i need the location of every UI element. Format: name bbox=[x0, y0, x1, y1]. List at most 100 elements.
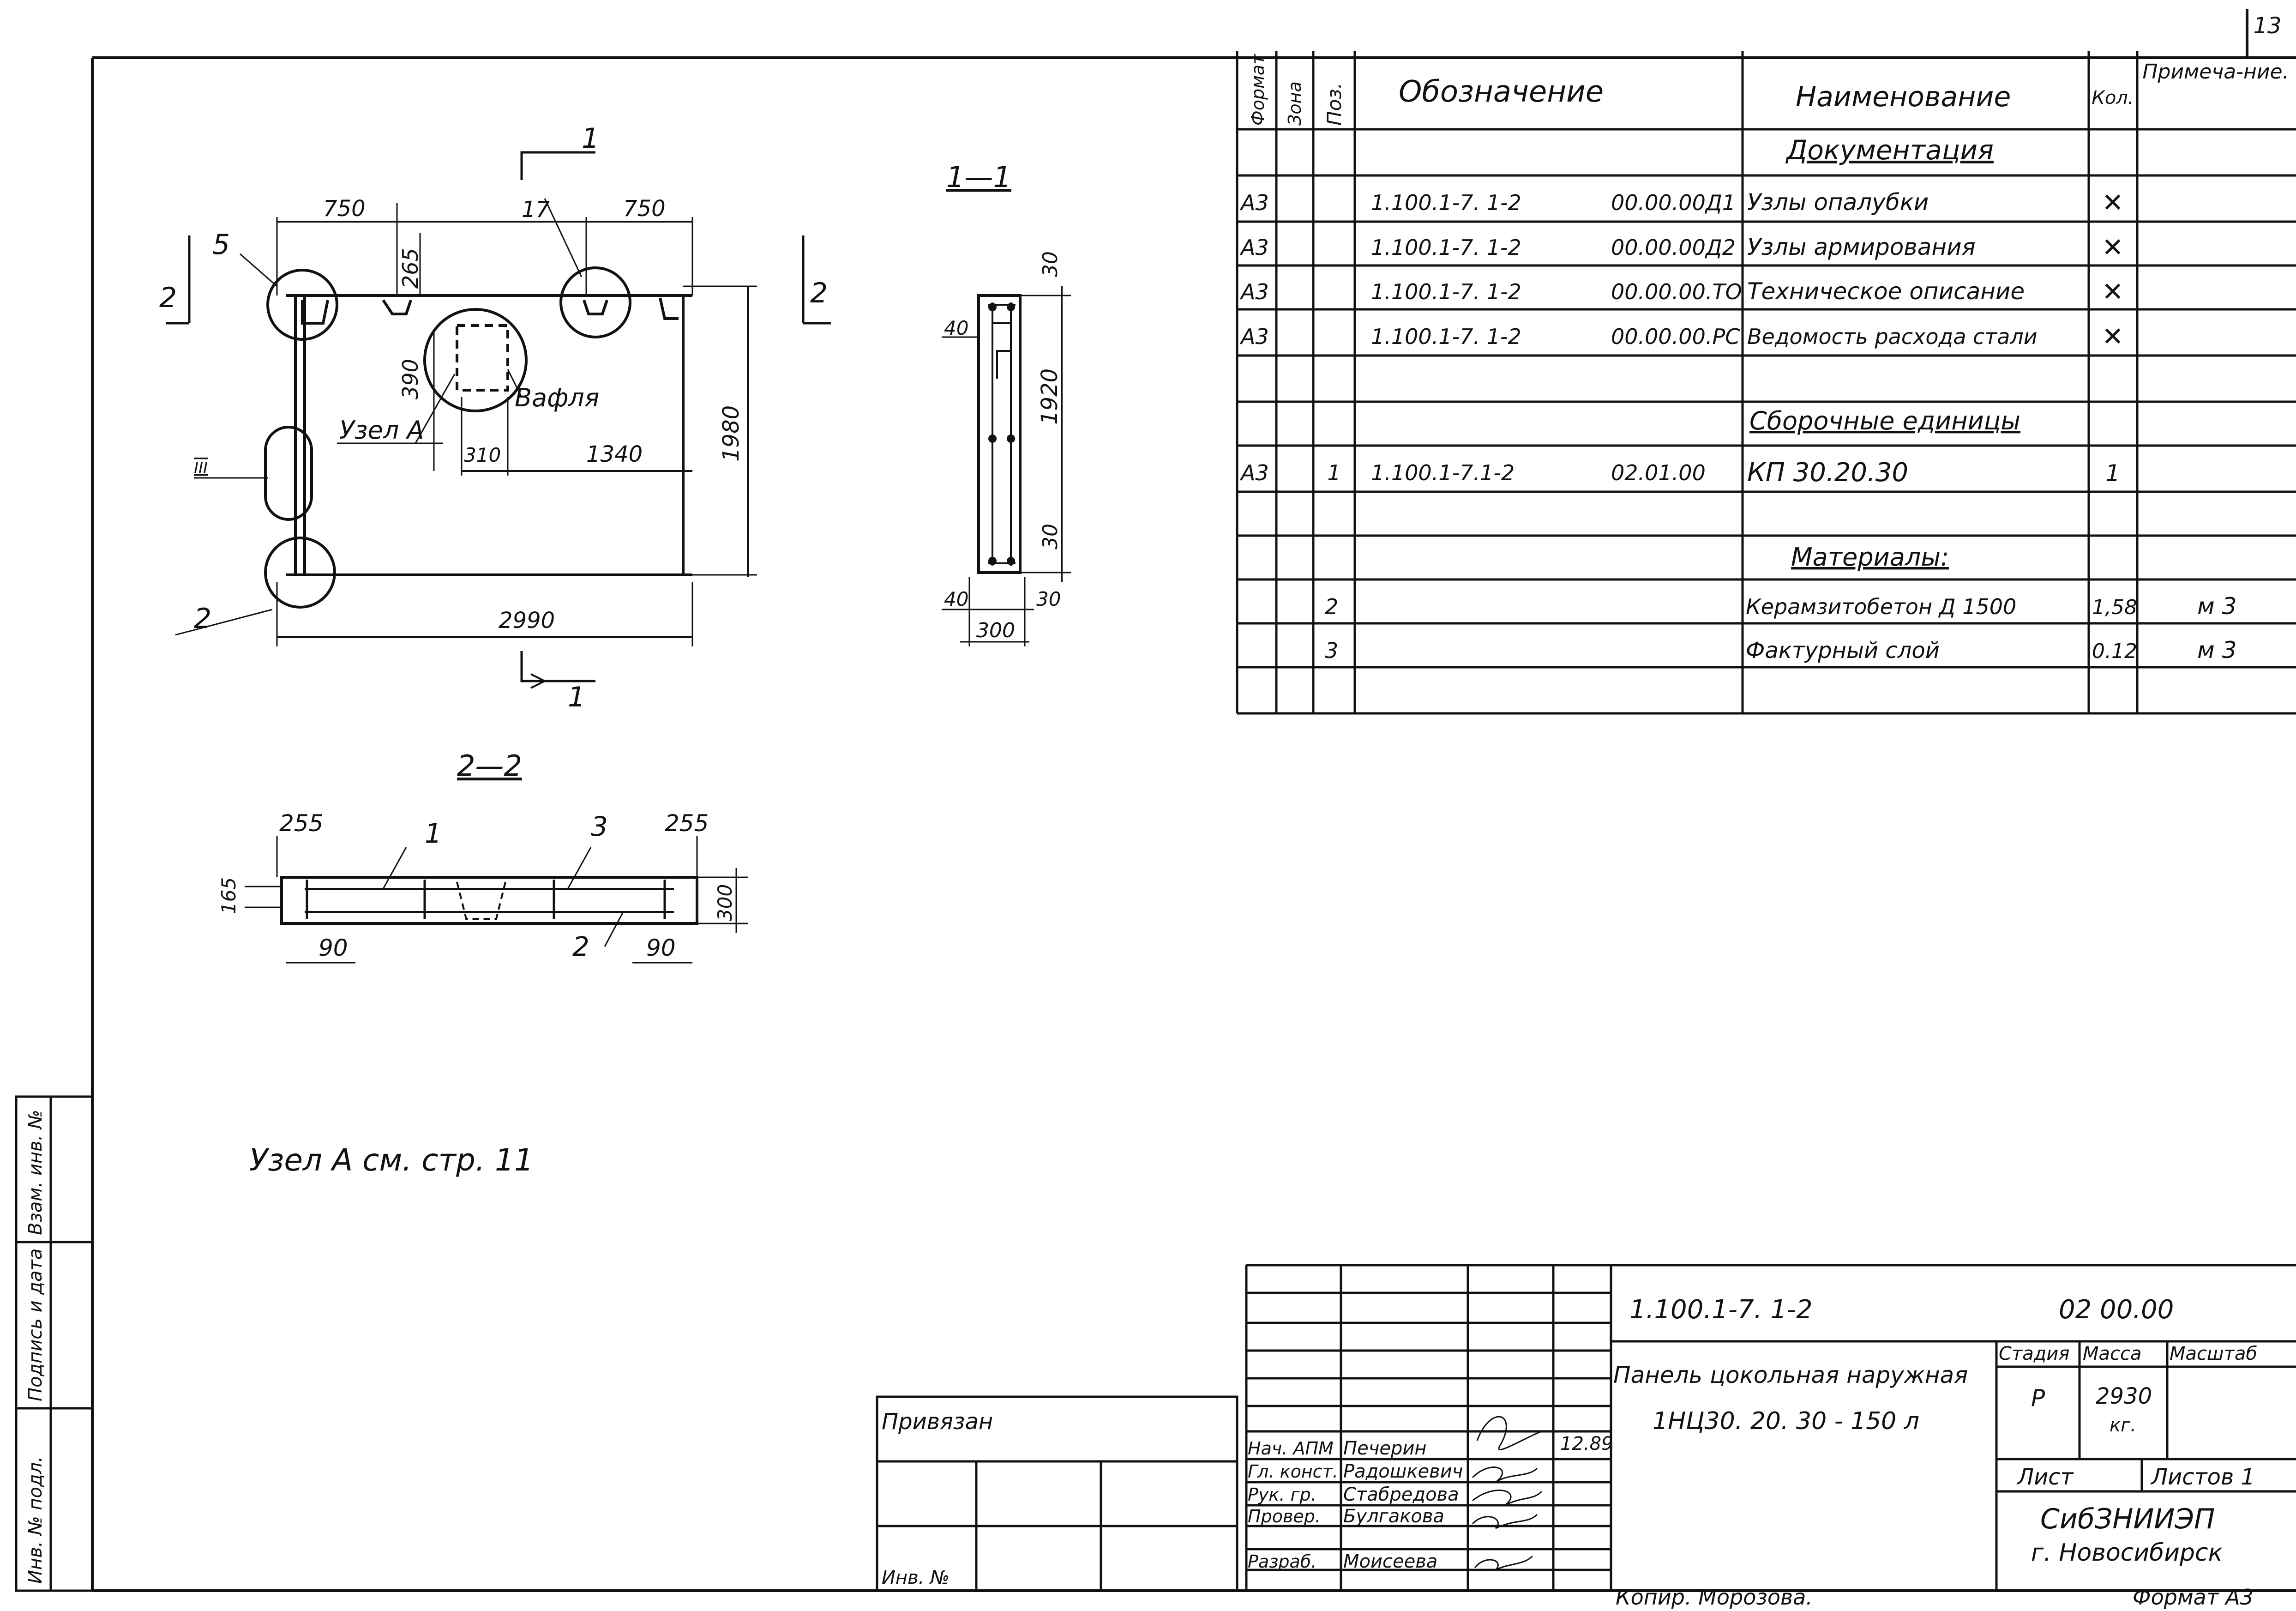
row-qty: ✕ bbox=[2102, 277, 2124, 307]
header-format: Формат bbox=[1248, 54, 1268, 126]
header-zone: Зона bbox=[1285, 81, 1305, 126]
side-stamp bbox=[15, 1095, 94, 1592]
dim-90-right: 90 bbox=[646, 935, 676, 961]
row-pos: 1 bbox=[1327, 460, 1340, 485]
tb-mass-unit: кг. bbox=[2110, 1415, 2136, 1436]
tb-city: г. Новосибирск bbox=[2031, 1539, 2223, 1567]
row-code: 1.100.1-7. 1-2 bbox=[1371, 190, 1521, 215]
row-pos: 3 bbox=[1325, 638, 1338, 663]
section-materials: Материалы: bbox=[1791, 543, 1949, 572]
spec-row-7: 3 Фактурный слой 0.12 м 3 bbox=[1325, 637, 2236, 664]
row-name: Фактурный слой bbox=[1746, 638, 1940, 664]
dim-165: 165 bbox=[217, 877, 240, 914]
callout-2: 2 bbox=[194, 603, 211, 635]
dim-265: 265 bbox=[398, 248, 423, 289]
header-qty: Кол. bbox=[2092, 87, 2134, 109]
person-name: Стабредова bbox=[1343, 1484, 1459, 1505]
person-role: Рук. гр. bbox=[1248, 1484, 1316, 1505]
row-name: Техническое описание bbox=[1747, 278, 2025, 305]
row-code: 1.100.1-7. 1-2 bbox=[1371, 324, 1521, 349]
section-mark-2-right: 2 bbox=[810, 277, 828, 309]
row-doc: 00.00.00.ТО bbox=[1611, 279, 1742, 304]
row-code: 1.100.1-7. 1-2 bbox=[1371, 235, 1521, 260]
header-note: Примеча-ние. bbox=[2142, 60, 2289, 84]
callout-III: III bbox=[194, 459, 208, 477]
dim-300-b: 300 bbox=[714, 884, 736, 921]
person-role: Провер. bbox=[1248, 1506, 1321, 1527]
tb-stage-label: Стадия bbox=[1999, 1343, 2069, 1364]
copied-by: Копир. Морозова. bbox=[1616, 1585, 1813, 1610]
dim-390: 390 bbox=[398, 359, 423, 399]
dim-1340: 1340 bbox=[586, 441, 643, 467]
label-vaflya: Вафля bbox=[515, 383, 599, 412]
tb-title-line1: Панель цокольная наружная bbox=[1613, 1362, 1968, 1388]
row-qty: ✕ bbox=[2102, 322, 2124, 352]
row-note: м 3 bbox=[2197, 637, 2236, 664]
row-name: Керамзитобетон Д 1500 bbox=[1746, 594, 2016, 619]
dim-30-right: 30 bbox=[1036, 588, 1061, 610]
row-code: 1.100.1-7. 1-2 bbox=[1371, 279, 1521, 304]
tb-mass-label: Масса bbox=[2083, 1343, 2142, 1364]
row-note: м 3 bbox=[2197, 593, 2236, 620]
person-name: Радошкевич bbox=[1343, 1461, 1463, 1482]
tb-code: 1.100.1-7. 1-2 bbox=[1629, 1295, 1813, 1325]
spec-row-1: А3 1.100.1-7. 1-2 00.00.00Д1 Узлы опалуб… bbox=[1239, 188, 2123, 218]
person-role: Гл. конст. bbox=[1248, 1461, 1338, 1482]
title-block-grid bbox=[876, 1264, 2296, 1592]
signatures bbox=[1472, 1416, 1543, 1571]
dim-300: 300 bbox=[976, 619, 1015, 642]
person-name: Булгакова bbox=[1343, 1506, 1444, 1527]
dim-40-bottom: 40 bbox=[944, 588, 968, 610]
row-name: КП 30.20.30 bbox=[1747, 458, 1908, 488]
spec-row-5: А3 1 1.100.1-7.1-2 02.01.00 КП 30.20.30 … bbox=[1239, 458, 2120, 488]
section-assemblies: Сборочные единицы bbox=[1749, 406, 2020, 435]
spec-row-3: А3 1.100.1-7. 1-2 00.00.00.ТО Техническо… bbox=[1239, 277, 2123, 307]
dim-255-right: 255 bbox=[665, 810, 709, 837]
section-2-2-drawing bbox=[245, 836, 748, 964]
row-format: А3 bbox=[1239, 279, 1269, 304]
row-doc: 00.00.00Д2 bbox=[1611, 235, 1736, 260]
dim-750-right: 750 bbox=[623, 196, 666, 222]
dim-1920: 1920 bbox=[1037, 368, 1063, 425]
tb-doc-no: 02 00.00 bbox=[2059, 1295, 2174, 1325]
row-doc: 00.00.00Д1 bbox=[1611, 190, 1736, 215]
note-uzel-a: Узел А см. стр. 11 bbox=[249, 1142, 534, 1178]
header-designation: Обозначение bbox=[1399, 75, 1604, 109]
row-name: Узлы армирования bbox=[1747, 234, 1976, 260]
section-1-1-drawing bbox=[942, 286, 1071, 646]
page-number: 13 bbox=[2253, 13, 2281, 39]
dim-2990: 2990 bbox=[499, 608, 555, 634]
row-qty: ✕ bbox=[2102, 233, 2124, 263]
dim-310: 310 bbox=[464, 444, 501, 466]
row-qty: ✕ bbox=[2102, 188, 2124, 218]
header-name: Наименование bbox=[1796, 81, 2011, 113]
dim-30-top: 30 bbox=[1039, 251, 1062, 277]
dim-1980: 1980 bbox=[718, 405, 744, 462]
person-name: Печерин bbox=[1343, 1438, 1426, 1459]
spec-row-2: А3 1.100.1-7. 1-2 00.00.00Д2 Узлы армиро… bbox=[1239, 233, 2123, 263]
label-uzel-a: Узел А bbox=[339, 416, 424, 445]
stamp-podpis-data: Подпись и дата bbox=[25, 1249, 46, 1401]
row-doc: 02.01.00 bbox=[1611, 460, 1706, 485]
tb-scale-label: Масштаб bbox=[2170, 1343, 2257, 1364]
section-1-1-title: 1—1 bbox=[946, 160, 1011, 194]
tb-people: Нач. АПМ Печерин Гл. конст. Радошкевич Р… bbox=[1248, 1438, 1463, 1572]
format-label: Формат А3 bbox=[2133, 1585, 2254, 1610]
section-1-1-rebar-dots bbox=[988, 303, 1015, 565]
spec-row-4: А3 1.100.1-7. 1-2 00.00.00.РС Ведомость … bbox=[1239, 322, 2123, 352]
row-format: А3 bbox=[1239, 460, 1269, 485]
row-name: Ведомость расхода стали bbox=[1747, 324, 2038, 349]
header-note-text: Примеча-ние. bbox=[2142, 60, 2289, 84]
person-role: Нач. АПМ bbox=[1248, 1438, 1334, 1459]
stamp-inv-podl: Инв. № подл. bbox=[25, 1456, 46, 1584]
tb-inv-no: Инв. № bbox=[882, 1567, 950, 1588]
tb-sheets-label: Листов 1 bbox=[2150, 1464, 2255, 1490]
section-mark-1-top: 1 bbox=[582, 122, 599, 155]
callout-2b: 2 bbox=[572, 931, 589, 962]
section-2-2-title: 2—2 bbox=[457, 749, 522, 783]
tb-date: 12.89 bbox=[1560, 1433, 1613, 1454]
row-code: 1.100.1-7.1-2 bbox=[1371, 460, 1515, 485]
row-pos: 2 bbox=[1325, 594, 1338, 619]
